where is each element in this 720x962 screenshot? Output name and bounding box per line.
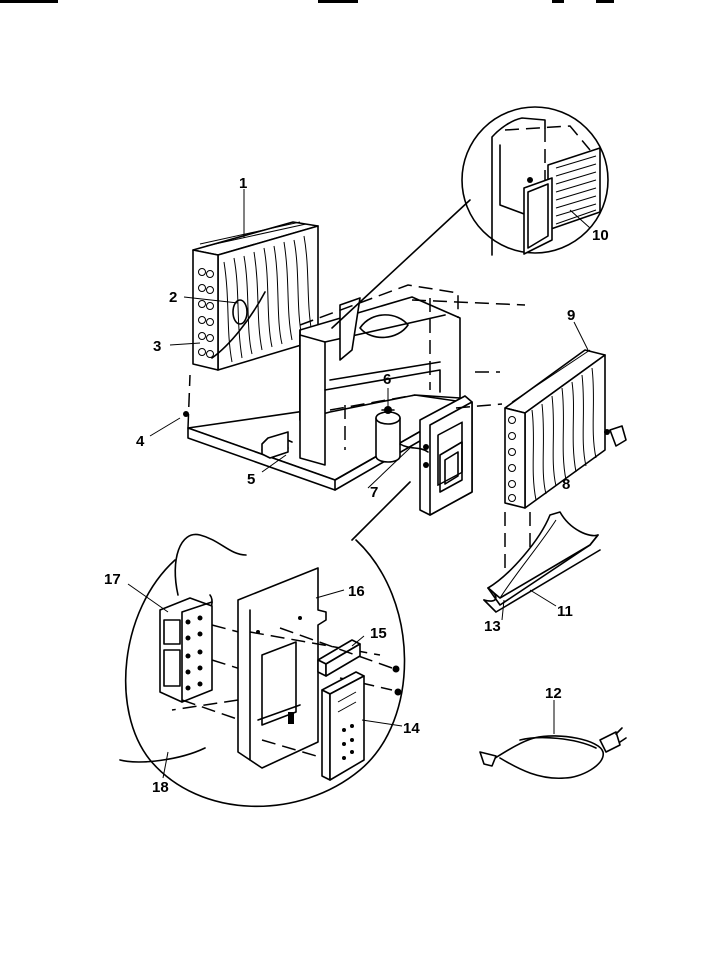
control-plate bbox=[171, 567, 381, 769]
control-box bbox=[399, 395, 473, 516]
relay-unit bbox=[321, 671, 365, 781]
callout-2: 2 bbox=[169, 289, 177, 306]
callout-17: 17 bbox=[104, 571, 121, 588]
filter-inset bbox=[331, 106, 609, 329]
callout-7: 7 bbox=[370, 484, 378, 501]
callout-8: 8 bbox=[562, 476, 570, 493]
callout-10: 10 bbox=[592, 227, 609, 244]
callout-13: 13 bbox=[484, 618, 501, 635]
capacitor bbox=[375, 406, 401, 463]
evaporator-coil bbox=[192, 221, 319, 371]
callout-3: 3 bbox=[153, 338, 161, 355]
power-cord bbox=[479, 727, 627, 780]
drain-pan bbox=[483, 511, 601, 613]
callout-labels: 1 2 3 4 5 6 7 8 9 10 11 12 13 14 15 16 1… bbox=[104, 175, 609, 796]
callout-4: 4 bbox=[136, 433, 145, 450]
switch-assembly bbox=[159, 597, 251, 721]
callout-12: 12 bbox=[545, 685, 562, 702]
callout-9: 9 bbox=[567, 307, 575, 324]
condenser-coil bbox=[455, 349, 606, 580]
callout-6: 6 bbox=[383, 371, 391, 388]
callout-1: 1 bbox=[239, 175, 247, 192]
leader-lines bbox=[127, 189, 591, 779]
terminal-strip bbox=[279, 627, 393, 677]
control-panel-inset bbox=[119, 481, 411, 808]
callout-15: 15 bbox=[370, 625, 387, 642]
callout-11: 11 bbox=[557, 603, 573, 620]
clip bbox=[604, 425, 627, 447]
callout-5: 5 bbox=[247, 471, 255, 488]
top-edge-marks bbox=[0, 0, 614, 3]
callout-18: 18 bbox=[152, 779, 169, 796]
mounting-bracket bbox=[261, 431, 289, 459]
callout-14: 14 bbox=[403, 720, 420, 737]
callout-16: 16 bbox=[348, 583, 365, 600]
